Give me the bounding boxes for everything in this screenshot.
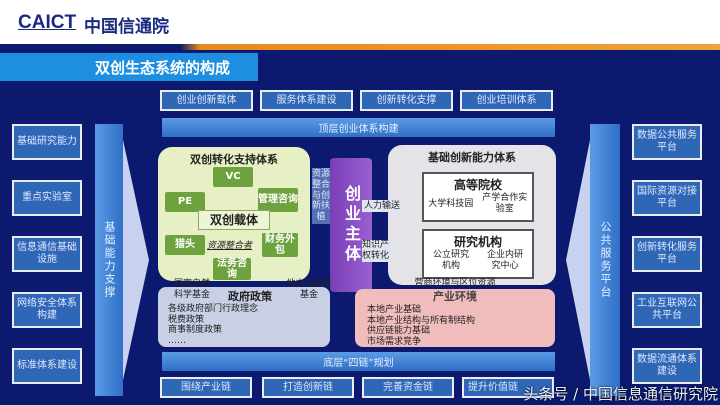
bottom-box: 完善资金链	[362, 377, 454, 398]
top-bar: 顶层创业体系构建	[162, 118, 555, 137]
bottom-box: 围绕产业链	[160, 377, 252, 398]
bottom-bar: 底层“四链”规划	[162, 352, 555, 371]
university-item: 大学科技园	[428, 198, 474, 209]
support-title: 双创转化支持体系	[190, 153, 278, 166]
pe-box: PE	[165, 192, 205, 212]
industry-item: 市场需求竞争	[367, 336, 422, 347]
industry-title: 产业环境	[433, 290, 477, 303]
industry-list: 本地产业基础 本地产业结构与所有制结构 供应链能力基础 市场需求竞争	[367, 305, 475, 347]
right-arrow-shape	[123, 140, 149, 380]
bottom-box: 提升价值链	[462, 377, 554, 398]
page-title: 双创生态系统的构成	[95, 59, 231, 77]
research-item: 企业内研究中心	[486, 250, 523, 272]
national-fund: 国家自然科学基金	[173, 279, 210, 301]
left-box: 信息通信基础设施	[12, 236, 82, 272]
policy-item: 各级政府部门行政理念	[168, 304, 259, 314]
right-box: 国际资源对接平台	[632, 180, 702, 216]
right-box: 数据公共服务平台	[632, 124, 702, 160]
legal-box: 法务咨询	[213, 258, 251, 280]
research-box: 研究机构 公立研究机构企业内研究中心	[422, 229, 534, 279]
policy-item: 商事制度政策	[168, 325, 223, 335]
university-title: 高等院校	[453, 178, 502, 192]
ip-label: 知识产权转化	[362, 240, 392, 262]
industry-panel	[355, 289, 555, 347]
left-box: 网络安全体系构建	[12, 292, 82, 328]
logo-chinese: 中国信通院	[84, 17, 169, 37]
top-box: 服务体系建设	[260, 90, 353, 111]
local-fund: 地方性创新基金	[286, 279, 332, 301]
resource-label: 资源整合与创新扶植	[312, 168, 331, 224]
top-box: 创业培训体系	[460, 90, 553, 111]
header-stripe	[0, 44, 720, 50]
research-title: 研究机构	[453, 235, 502, 249]
watermark: 头条号 / 中国信息通信研究院	[523, 385, 718, 403]
right-box: 数据流通体系建设	[632, 348, 702, 384]
basic-title: 基础创新能力体系	[428, 151, 516, 164]
university-item: 产学合作实验室	[482, 193, 528, 215]
industry-item: 本地产业基础	[367, 305, 422, 315]
left-box: 重点实验室	[12, 180, 82, 216]
left-box: 基础研究能力	[12, 124, 82, 160]
mgmt-box: 管理咨询	[258, 188, 298, 212]
headhunter-box: 猎头	[165, 235, 205, 255]
policy-item: 税费政策	[168, 314, 205, 325]
research-item: 公立研究机构	[432, 250, 469, 272]
vc-box: VC	[213, 167, 253, 187]
top-box: 创新转化支撑	[360, 90, 453, 111]
industry-top: 营商环境与区位资源	[414, 278, 496, 288]
industry-item: 供应链能力基础	[367, 326, 431, 336]
caict-logo: CAICT	[18, 12, 77, 33]
left-bar: 基础能力支撑	[95, 124, 123, 396]
left-box: 标准体系建设	[12, 348, 82, 384]
right-box: 工业互联网公共平台	[632, 292, 702, 328]
header	[0, 0, 720, 44]
bottom-box: 打造创新链	[262, 377, 354, 398]
university-box: 高等院校 大学科技园产学合作实验室	[422, 172, 534, 222]
left-arrow-shape	[566, 140, 590, 380]
talent-label: 人力输送	[362, 200, 403, 212]
policy-panel	[158, 287, 330, 347]
entrepreneur-entity: 创业主体	[330, 158, 372, 292]
policy-item: ……	[168, 335, 186, 346]
industry-item: 本地产业结构与所有制结构	[367, 315, 476, 326]
policy-list: 各级政府部门行政理念 税费政策 商事制度政策 ……	[168, 304, 258, 346]
right-bar: 公共服务平台	[590, 124, 620, 396]
policy-title: 政府政策	[228, 290, 272, 303]
title-bar: 双创生态系统的构成	[0, 53, 258, 81]
center-carrier: 双创载体	[198, 210, 270, 230]
top-box: 创业创新载体	[160, 90, 253, 111]
right-box: 创新转化服务平台	[632, 236, 702, 272]
integrator-label: 资源整合者	[207, 241, 253, 251]
finance-box: 财务外包	[262, 233, 298, 257]
